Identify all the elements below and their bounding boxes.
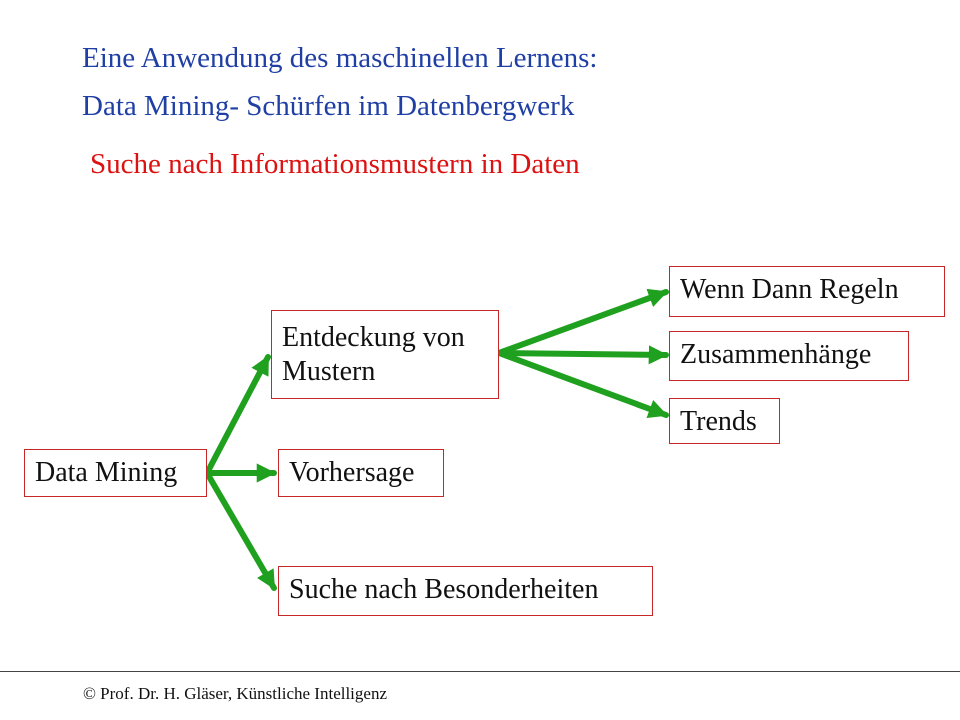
node-entdeckung-von-mustern: Entdeckung von Mustern xyxy=(271,310,499,399)
arrow-entdeckung-zusammenhaenge xyxy=(496,345,669,365)
arrow-entdeckung-wenndann xyxy=(496,288,669,356)
arrow-datamining-besonderheiten xyxy=(204,470,277,591)
node-zusammenhaenge-label: Zusammenhänge xyxy=(680,339,872,370)
title-line-2: Data Mining- Schürfen im Datenbergwerk xyxy=(82,90,575,122)
node-trends-label: Trends xyxy=(680,406,757,437)
node-vorhersage: Vorhersage xyxy=(278,449,444,497)
node-zusammenhaenge: Zusammenhänge xyxy=(669,331,909,381)
node-entdeckung-label-line-2: Mustern xyxy=(282,356,376,387)
node-besonderheiten-label: Suche nach Besonderheiten xyxy=(289,574,599,605)
footer-divider xyxy=(0,671,960,672)
node-wenn-dann-label: Wenn Dann Regeln xyxy=(680,274,899,305)
node-wenn-dann-regeln: Wenn Dann Regeln xyxy=(669,266,945,317)
node-trends: Trends xyxy=(669,398,780,444)
footer-copyright: © Prof. Dr. H. Gläser, Künstliche Intell… xyxy=(83,684,387,703)
node-data-mining: Data Mining xyxy=(24,449,207,497)
node-data-mining-label: Data Mining xyxy=(35,457,178,488)
node-suche-nach-besonderheiten: Suche nach Besonderheiten xyxy=(278,566,653,616)
node-entdeckung-label-line-1: Entdeckung von xyxy=(282,322,465,353)
arrow-datamining-entdeckung xyxy=(204,354,271,476)
node-vorhersage-label: Vorhersage xyxy=(289,457,415,488)
title-line-1: Eine Anwendung des maschinellen Lernens: xyxy=(82,42,598,74)
arrow-entdeckung-trends xyxy=(496,350,669,418)
subtitle: Suche nach Informationsmustern in Daten xyxy=(90,148,580,180)
